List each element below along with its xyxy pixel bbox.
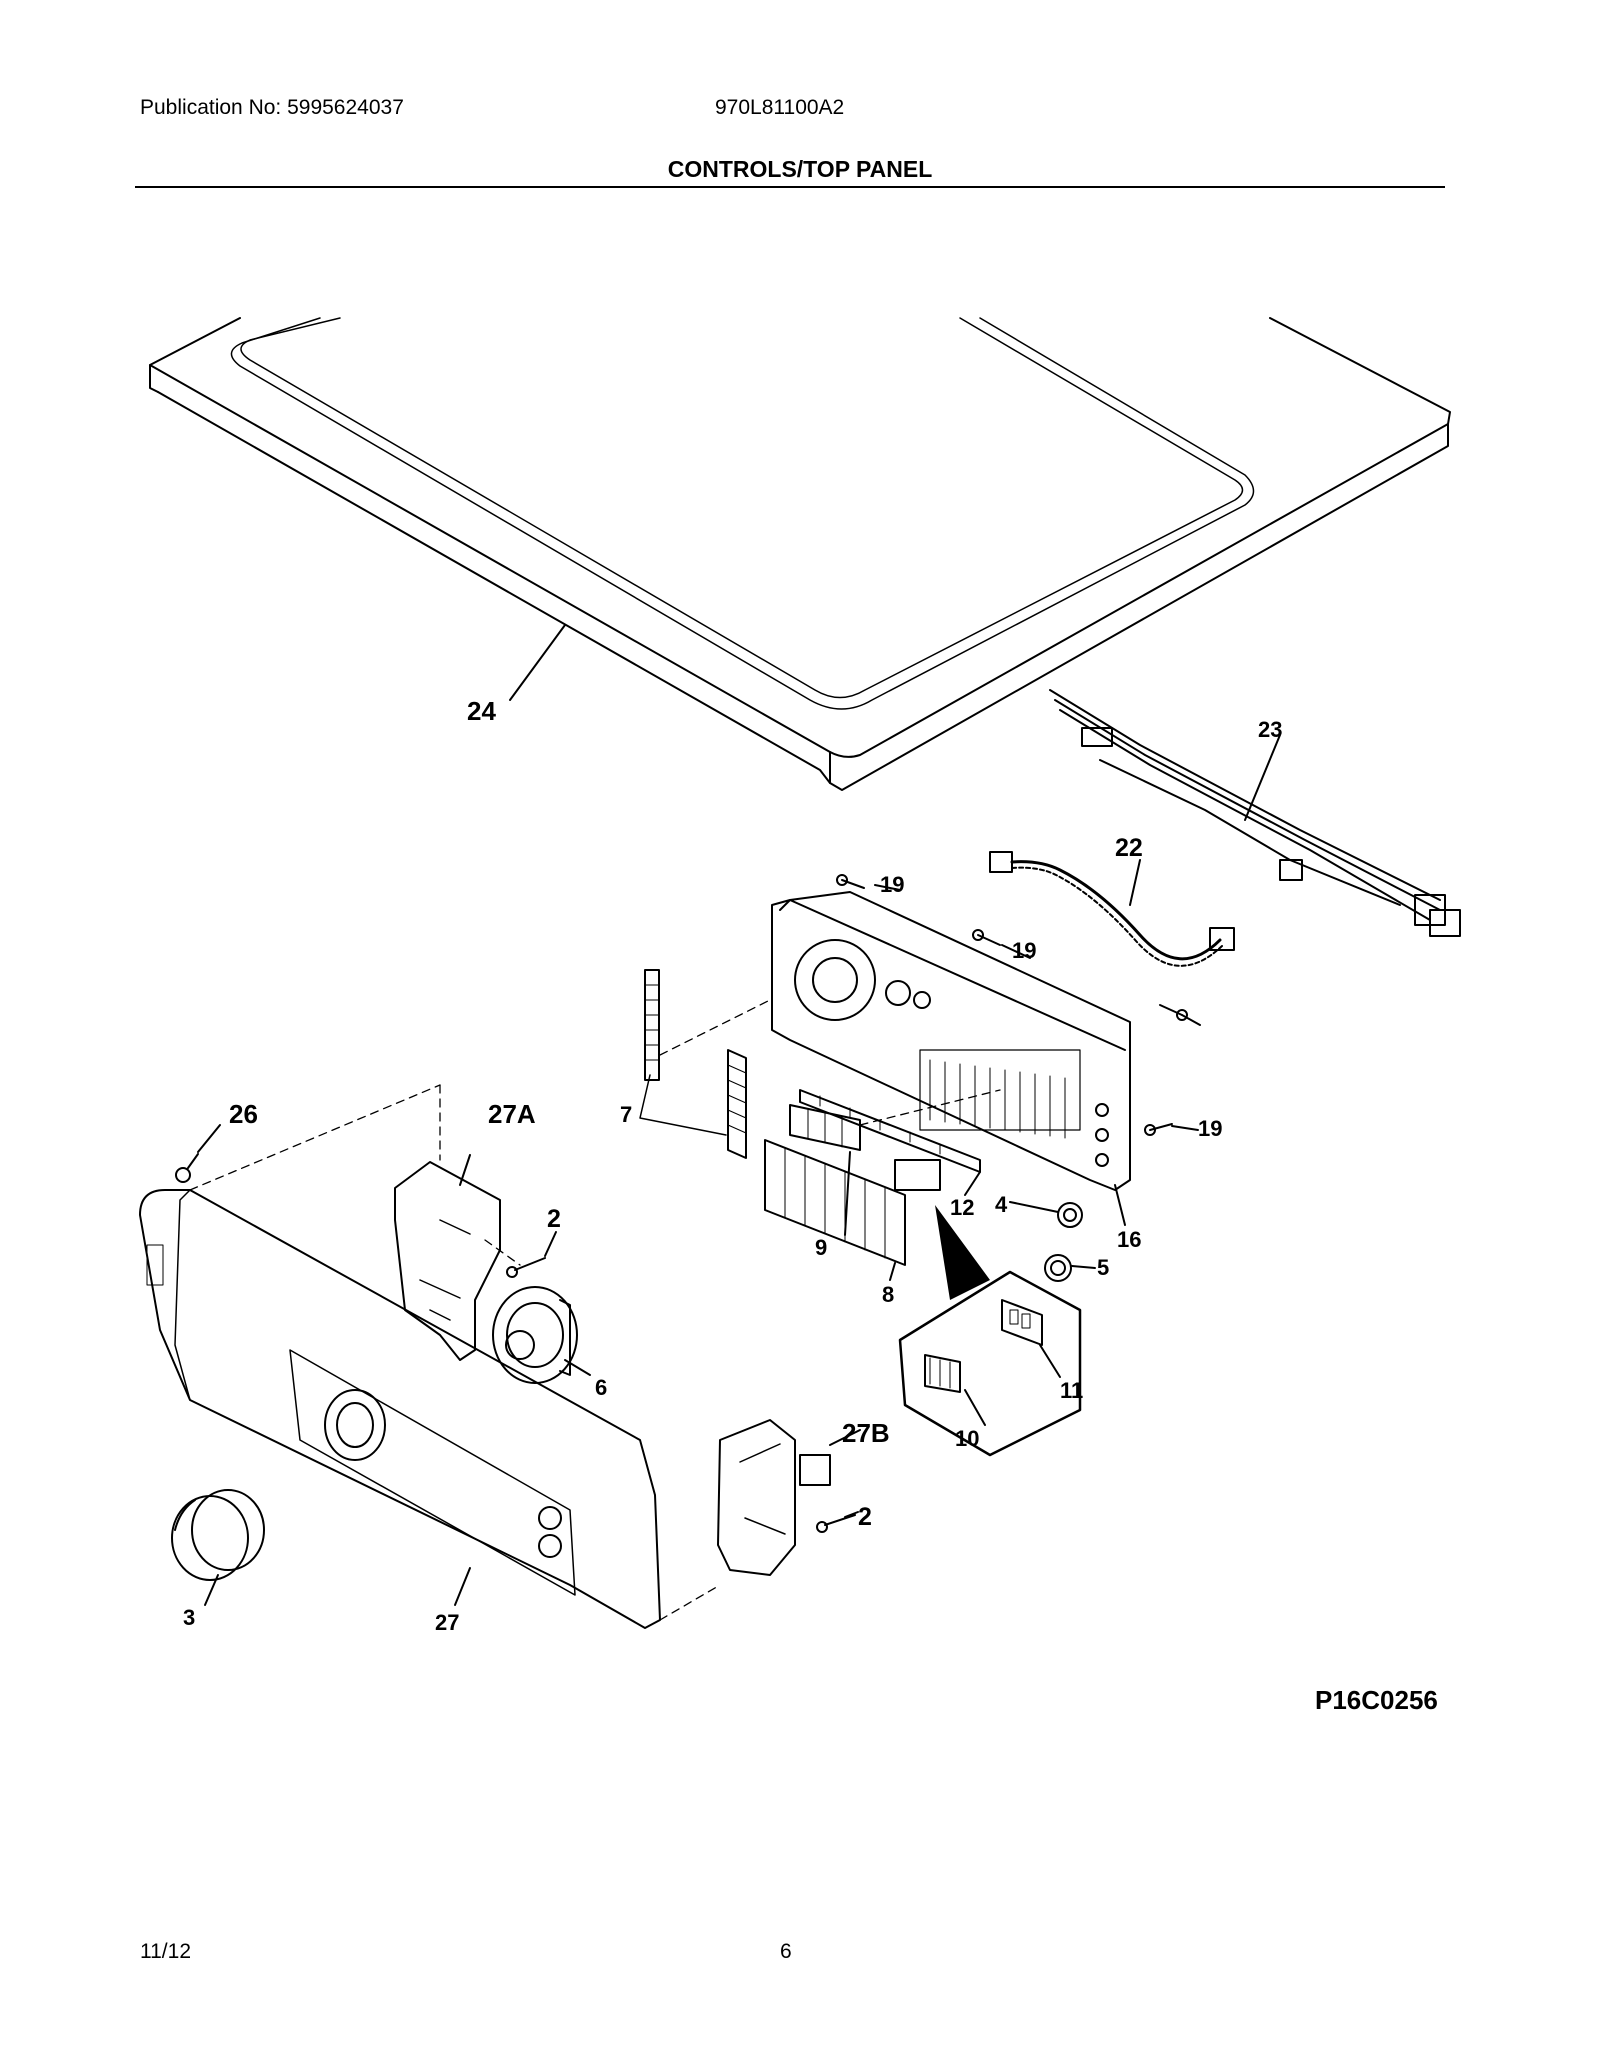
wire-cable xyxy=(989,851,1235,967)
screw-2-lower xyxy=(816,1514,856,1533)
bracket-27b xyxy=(717,1419,831,1576)
page-number: 6 xyxy=(780,1940,792,1963)
callout-3: 3 xyxy=(183,1605,195,1630)
bracket-27a xyxy=(394,1161,501,1361)
model-number: 970L81100A2 xyxy=(715,96,845,119)
callout-19-right: 19 xyxy=(1198,1116,1222,1141)
callout-22: 22 xyxy=(1115,834,1143,862)
screw-2-upper xyxy=(506,1257,546,1278)
leader-lines xyxy=(197,624,1281,1606)
publication-number: Publication No: 5995624037 xyxy=(140,96,404,119)
callout-7: 7 xyxy=(620,1102,632,1127)
top-panel xyxy=(149,317,1451,791)
header-divider xyxy=(135,186,1445,188)
knob-encoder-6 xyxy=(492,1286,578,1384)
page-title: CONTROLS/TOP PANEL xyxy=(667,156,933,182)
callout-2-lower: 2 xyxy=(858,1503,872,1531)
callout-27a: 27A xyxy=(488,1099,536,1129)
screws-19 xyxy=(836,874,1188,1136)
led-lens-5 xyxy=(1044,1254,1072,1282)
screw-26 xyxy=(175,1153,199,1183)
button-strips-7 xyxy=(639,969,747,1159)
inset-pointer-arrow xyxy=(935,1205,990,1300)
button-cover-8 xyxy=(764,1139,941,1266)
callout-23: 23 xyxy=(1258,717,1282,742)
callout-27: 27 xyxy=(435,1610,459,1635)
button-group-9 xyxy=(789,1104,861,1151)
callout-4: 4 xyxy=(995,1192,1008,1217)
callout-27b: 27B xyxy=(842,1418,890,1448)
callout-10: 10 xyxy=(955,1426,979,1451)
callout-16: 16 xyxy=(1117,1227,1141,1252)
callout-24: 24 xyxy=(467,696,496,726)
led-lens-4 xyxy=(1057,1202,1083,1228)
diagram-code: P16C0256 xyxy=(1315,1685,1438,1715)
wire-harness xyxy=(1049,689,1461,937)
callout-8: 8 xyxy=(882,1282,894,1307)
guide-lines xyxy=(189,999,1001,1621)
knob-3 xyxy=(171,1489,265,1581)
control-board xyxy=(771,891,1131,1191)
callout-26: 26 xyxy=(229,1099,258,1129)
callout-11: 11 xyxy=(1060,1378,1083,1403)
callout-9: 9 xyxy=(815,1235,827,1260)
callout-6: 6 xyxy=(595,1375,607,1400)
callout-5: 5 xyxy=(1097,1255,1109,1280)
keypad-bar xyxy=(799,1089,981,1173)
callout-19-top: 19 xyxy=(880,872,904,897)
console-panel xyxy=(139,1189,661,1629)
footer-date: 11/12 xyxy=(140,1940,191,1963)
callout-12: 12 xyxy=(950,1195,974,1220)
inset-detail xyxy=(898,1270,1082,1457)
callout-19-mid: 19 xyxy=(1012,938,1036,963)
callout-2-upper: 2 xyxy=(547,1205,561,1233)
